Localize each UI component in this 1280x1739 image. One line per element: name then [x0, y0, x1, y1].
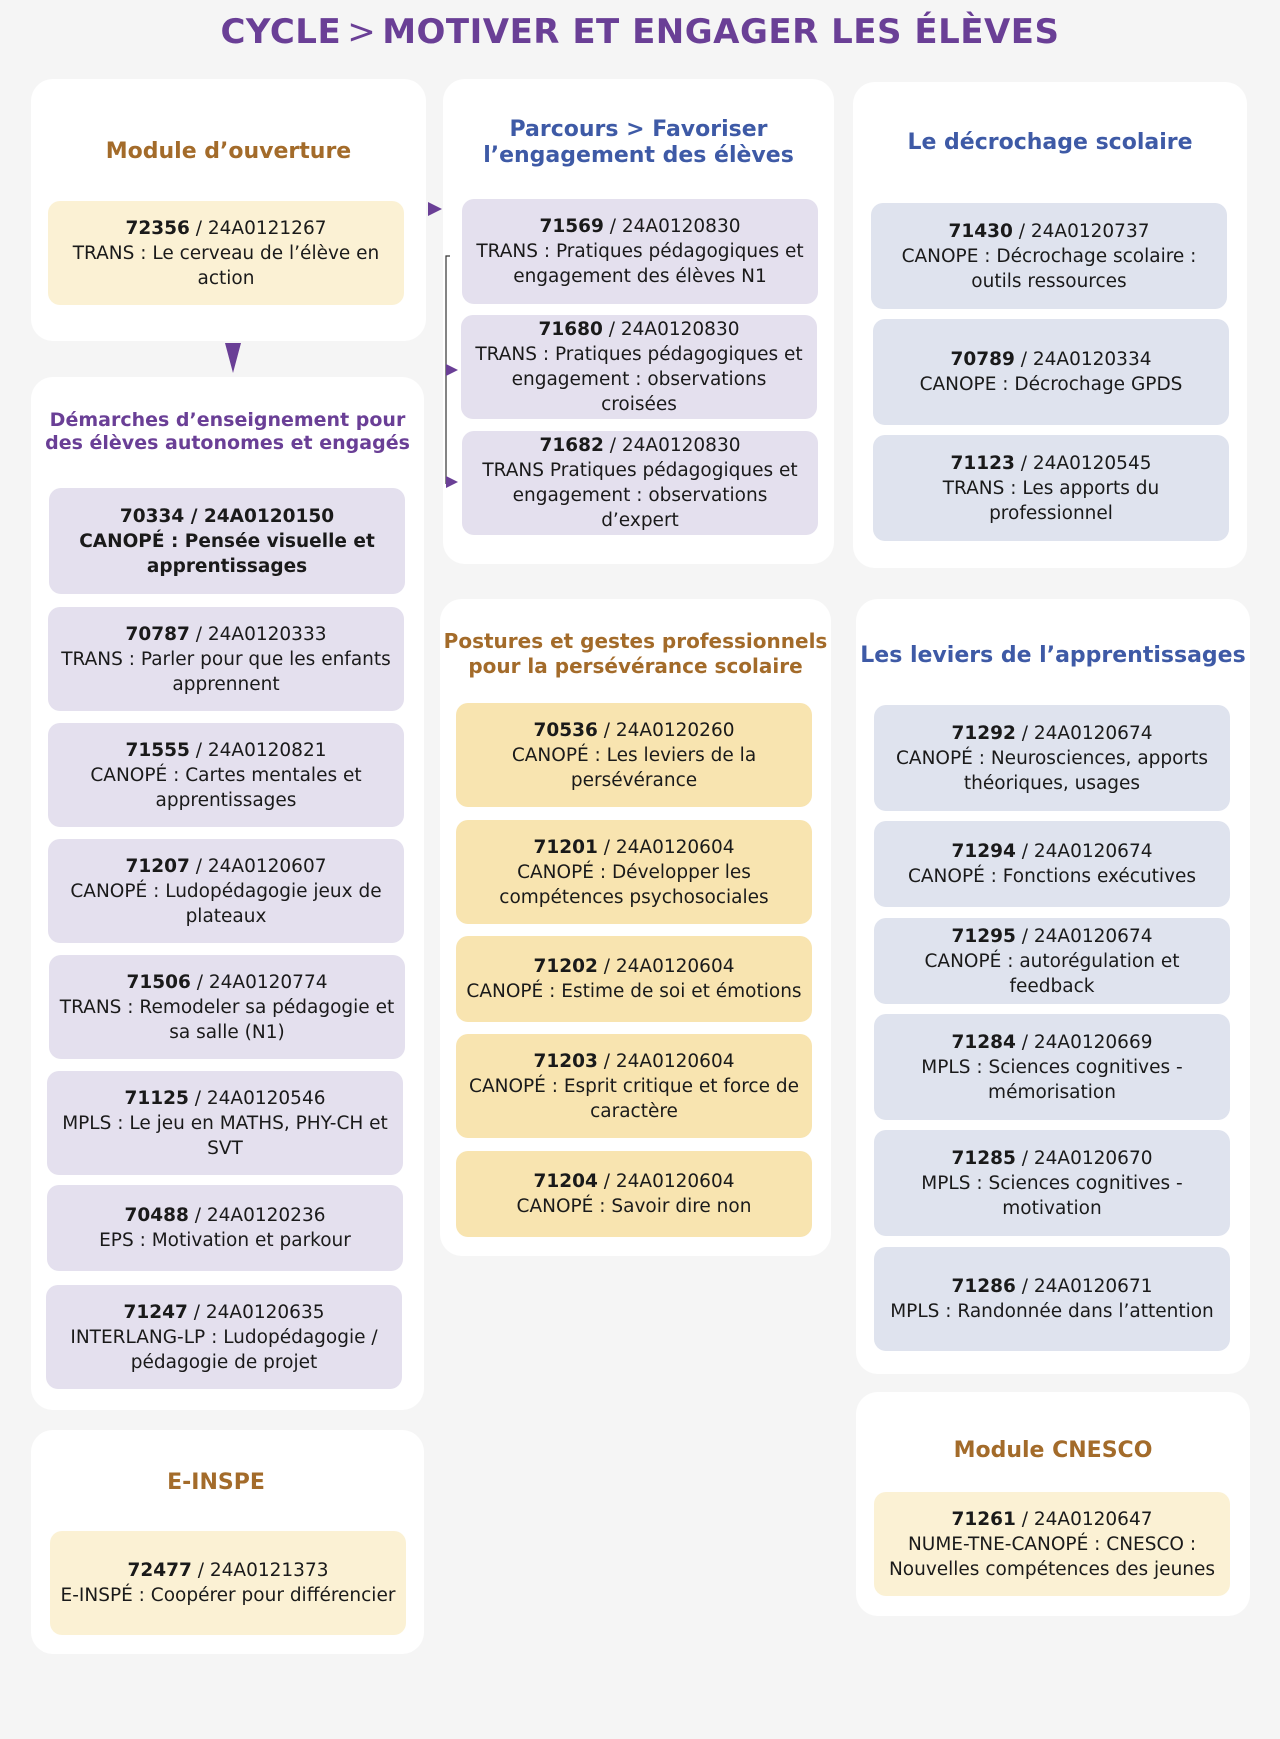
card-label: TRANS : Le cerveau de l’élève en action — [72, 242, 380, 289]
training-card[interactable]: 70334 / 24A0120150 CANOPÉ : Pensée visue… — [49, 488, 405, 594]
arrow-down-icon — [225, 343, 241, 373]
training-card[interactable]: 72477 / 24A0121373 E-INSPÉ : Coopérer po… — [50, 1531, 406, 1635]
training-card[interactable]: 72356 / 24A0121267 TRANS : Le cerveau de… — [48, 201, 404, 305]
panel-postures: Postures et gestes professionnels pour l… — [440, 599, 831, 1256]
title-cycle: CYCLE — [220, 12, 342, 52]
training-card[interactable]: 71284 / 24A0120669 MPLS : Sciences cogni… — [874, 1014, 1230, 1120]
title-theme: MOTIVER ET ENGAGER LES ÉLÈVES — [382, 12, 1060, 52]
panel-leviers: Les leviers de l’apprentissages 71292 / … — [856, 599, 1250, 1374]
training-card[interactable]: 71261 / 24A0120647 NUME-TNE-CANOPÉ : CNE… — [874, 1492, 1230, 1596]
training-card[interactable]: 71569 / 24A0120830 TRANS : Pratiques péd… — [462, 199, 818, 304]
panel-module-ouverture: Module d’ouverture 72356 / 24A0121267 TR… — [31, 79, 426, 341]
panel-title: Le décrochage scolaire — [907, 130, 1193, 155]
training-card[interactable]: 71207 / 24A0120607 CANOPÉ : Ludopédagogi… — [48, 839, 404, 943]
training-card[interactable]: 71286 / 24A0120671 MPLS : Randonnée dans… — [874, 1247, 1230, 1351]
panel-title: E-INSPE — [167, 1470, 265, 1495]
arrow-right-icon — [446, 364, 458, 376]
arrow-right-icon — [446, 476, 458, 488]
training-card[interactable]: 70787 / 24A0120333 TRANS : Parler pour q… — [48, 607, 404, 711]
panel-parcours: Parcours > Favoriser l’engagement des él… — [443, 79, 834, 564]
training-card[interactable]: 70488 / 24A0120236 EPS : Motivation et p… — [47, 1185, 403, 1271]
panel-title: Démarches d’enseignement pour des élèves… — [45, 409, 410, 454]
training-card[interactable]: 71506 / 24A0120774 TRANS : Remodeler sa … — [49, 955, 405, 1059]
training-card[interactable]: 71201 / 24A0120604 CANOPÉ : Développer l… — [456, 820, 812, 924]
page-title: CYCLE>MOTIVER ET ENGAGER LES ÉLÈVES — [0, 12, 1280, 52]
training-card[interactable]: 71125 / 24A0120546 MPLS : Le jeu en MATH… — [47, 1071, 403, 1175]
arrow-right-icon — [428, 202, 442, 216]
training-card[interactable]: 71680 / 24A0120830 TRANS : Pratiques péd… — [461, 315, 817, 419]
training-card[interactable]: 71295 / 24A0120674 CANOPÉ : autorégulati… — [874, 918, 1230, 1004]
panel-decrochage: Le décrochage scolaire 71430 / 24A012073… — [853, 82, 1247, 568]
training-card[interactable]: 71430 / 24A0120737 CANOPE : Décrochage s… — [871, 203, 1227, 309]
training-card[interactable]: 71204 / 24A0120604 CANOPÉ : Savoir dire … — [456, 1151, 812, 1237]
training-card[interactable]: 71555 / 24A0120821 CANOPÉ : Cartes menta… — [48, 723, 404, 827]
panel-einspe: E-INSPE 72477 / 24A0121373 E-INSPÉ : Coo… — [31, 1430, 424, 1654]
panel-title: Les leviers de l’apprentissages — [860, 643, 1246, 668]
panel-cnesco: Module CNESCO 71261 / 24A0120647 NUME-TN… — [856, 1392, 1250, 1616]
title-separator: > — [347, 12, 377, 52]
card-id-line: 72356 / 24A0121267 — [125, 217, 327, 239]
training-card[interactable]: 71203 / 24A0120604 CANOPÉ : Esprit criti… — [456, 1034, 812, 1138]
training-card[interactable]: 71247 / 24A0120635 INTERLANG-LP : Ludopé… — [46, 1285, 402, 1389]
training-card[interactable]: 70536 / 24A0120260 CANOPÉ : Les leviers … — [456, 703, 812, 807]
training-card[interactable]: 71294 / 24A0120674 CANOPÉ : Fonctions ex… — [874, 821, 1230, 907]
panel-demarches: Démarches d’enseignement pour des élèves… — [31, 377, 424, 1410]
panel-title: Parcours > Favoriser l’engagement des él… — [483, 117, 794, 168]
training-card[interactable]: 70789 / 24A0120334 CANOPE : Décrochage G… — [873, 319, 1229, 425]
training-card[interactable]: 71123 / 24A0120545 TRANS : Les apports d… — [873, 435, 1229, 541]
panel-title: Module d’ouverture — [105, 139, 352, 164]
training-card[interactable]: 71682 / 24A0120830 TRANS Pratiques pédag… — [462, 431, 818, 535]
training-card[interactable]: 71285 / 24A0120670 MPLS : Sciences cogni… — [874, 1130, 1230, 1236]
panel-title: Module CNESCO — [953, 1438, 1153, 1463]
parcours-connector — [428, 202, 458, 488]
panel-title: Postures et gestes professionnels pour l… — [443, 629, 828, 678]
training-card[interactable]: 71292 / 24A0120674 CANOPÉ : Neuroscience… — [874, 705, 1230, 811]
training-card[interactable]: 71202 / 24A0120604 CANOPÉ : Estime de so… — [456, 936, 812, 1022]
